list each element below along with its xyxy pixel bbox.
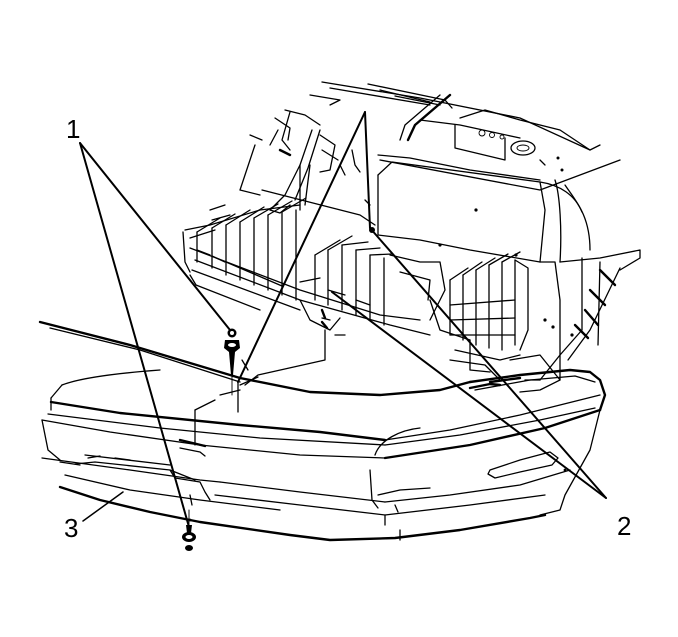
front-bumper-fascia — [38, 320, 607, 542]
callout-label-3: 3 — [64, 513, 79, 543]
callout-label-1: 1 — [66, 114, 81, 144]
radiator-grille-fins-center — [299, 235, 471, 341]
lower-push-pin-fastener — [182, 509, 196, 551]
callout-1-leaders — [79, 142, 231, 528]
attachment-reference-lines — [237, 111, 375, 413]
callout-label-2: 2 — [617, 511, 632, 541]
callout-2-leaders — [331, 227, 607, 499]
upper-push-pin-fastener — [224, 328, 240, 396]
radiator-grille-fins-right — [449, 251, 529, 381]
radiator-grille-fins-left — [196, 197, 307, 301]
callout-3-leader — [82, 491, 124, 522]
radiator-support-assembly — [182, 81, 641, 393]
